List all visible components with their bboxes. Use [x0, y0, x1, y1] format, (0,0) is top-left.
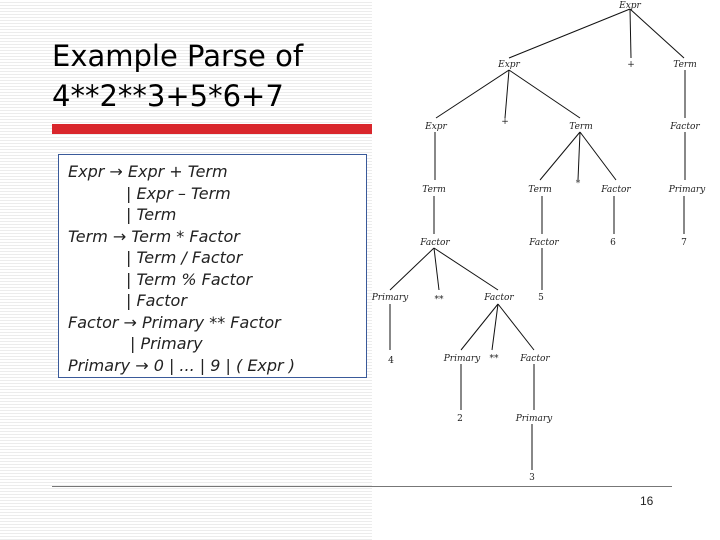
node-factor: Factor: [600, 185, 631, 195]
grammar-line-10: Primary → 0 | ... | 9 | ( Expr ): [68, 356, 295, 375]
node-multiply: *: [576, 179, 581, 189]
node-root-expr: Expr: [618, 1, 641, 11]
node-factor: Factor: [669, 122, 700, 132]
node-digit-7: 7: [681, 238, 687, 248]
grammar-line-6: | Term % Factor: [126, 270, 253, 289]
node-plus: +: [501, 117, 509, 127]
node-plus: +: [627, 60, 635, 70]
node-term: Term: [673, 60, 696, 70]
node-digit-6: 6: [610, 238, 616, 248]
tree-edges: [389, 8, 686, 470]
page-number: 16: [640, 494, 654, 508]
node-digit-2: 2: [457, 414, 463, 424]
grammar-line-7: | Factor: [126, 291, 187, 310]
grammar-line-9: | Primary: [130, 334, 203, 353]
node-factor: Factor: [483, 293, 514, 303]
grammar-line-2: | Expr – Term: [126, 184, 231, 203]
node-primary: Primary: [443, 354, 481, 364]
grammar-box: Expr → Expr + Term | Expr – Term | Term …: [58, 154, 367, 378]
node-digit-3: 3: [529, 473, 535, 483]
node-primary: Primary: [515, 414, 553, 424]
grammar-line-4: Term → Term * Factor: [68, 227, 240, 246]
node-term: Term: [569, 122, 592, 132]
grammar-line-3: | Term: [126, 205, 177, 224]
node-expr: Expr: [497, 60, 520, 70]
node-primary: Primary: [372, 293, 409, 303]
footer-divider: [52, 486, 672, 487]
node-term: Term: [422, 185, 445, 195]
node-term: Term: [528, 185, 551, 195]
slide-title: Example Parse of 4**2**3+5*6+7: [52, 36, 372, 116]
node-factor: Factor: [528, 238, 559, 248]
node-expr: Expr: [424, 122, 447, 132]
node-digit-4: 4: [388, 356, 394, 366]
node-primary: Primary: [668, 185, 706, 195]
tree-nodes: Expr Expr + Term Expr + Term Factor Term…: [372, 1, 706, 483]
node-factor: Factor: [519, 354, 550, 364]
title-line-1: Example Parse of: [52, 39, 304, 73]
grammar-line-8: Factor → Primary ** Factor: [68, 313, 281, 332]
grammar-line-5: | Term / Factor: [126, 248, 243, 267]
parse-tree: Expr Expr + Term Expr + Term Factor Term…: [372, 1, 706, 483]
node-factor: Factor: [419, 238, 450, 248]
title-line-2: 4**2**3+5*6+7: [52, 79, 284, 113]
grammar-line-1: Expr → Expr + Term: [68, 162, 228, 181]
node-power: **: [490, 354, 500, 364]
node-power: **: [435, 295, 445, 305]
title-accent-bar: [52, 124, 372, 134]
node-digit-5: 5: [538, 293, 544, 303]
